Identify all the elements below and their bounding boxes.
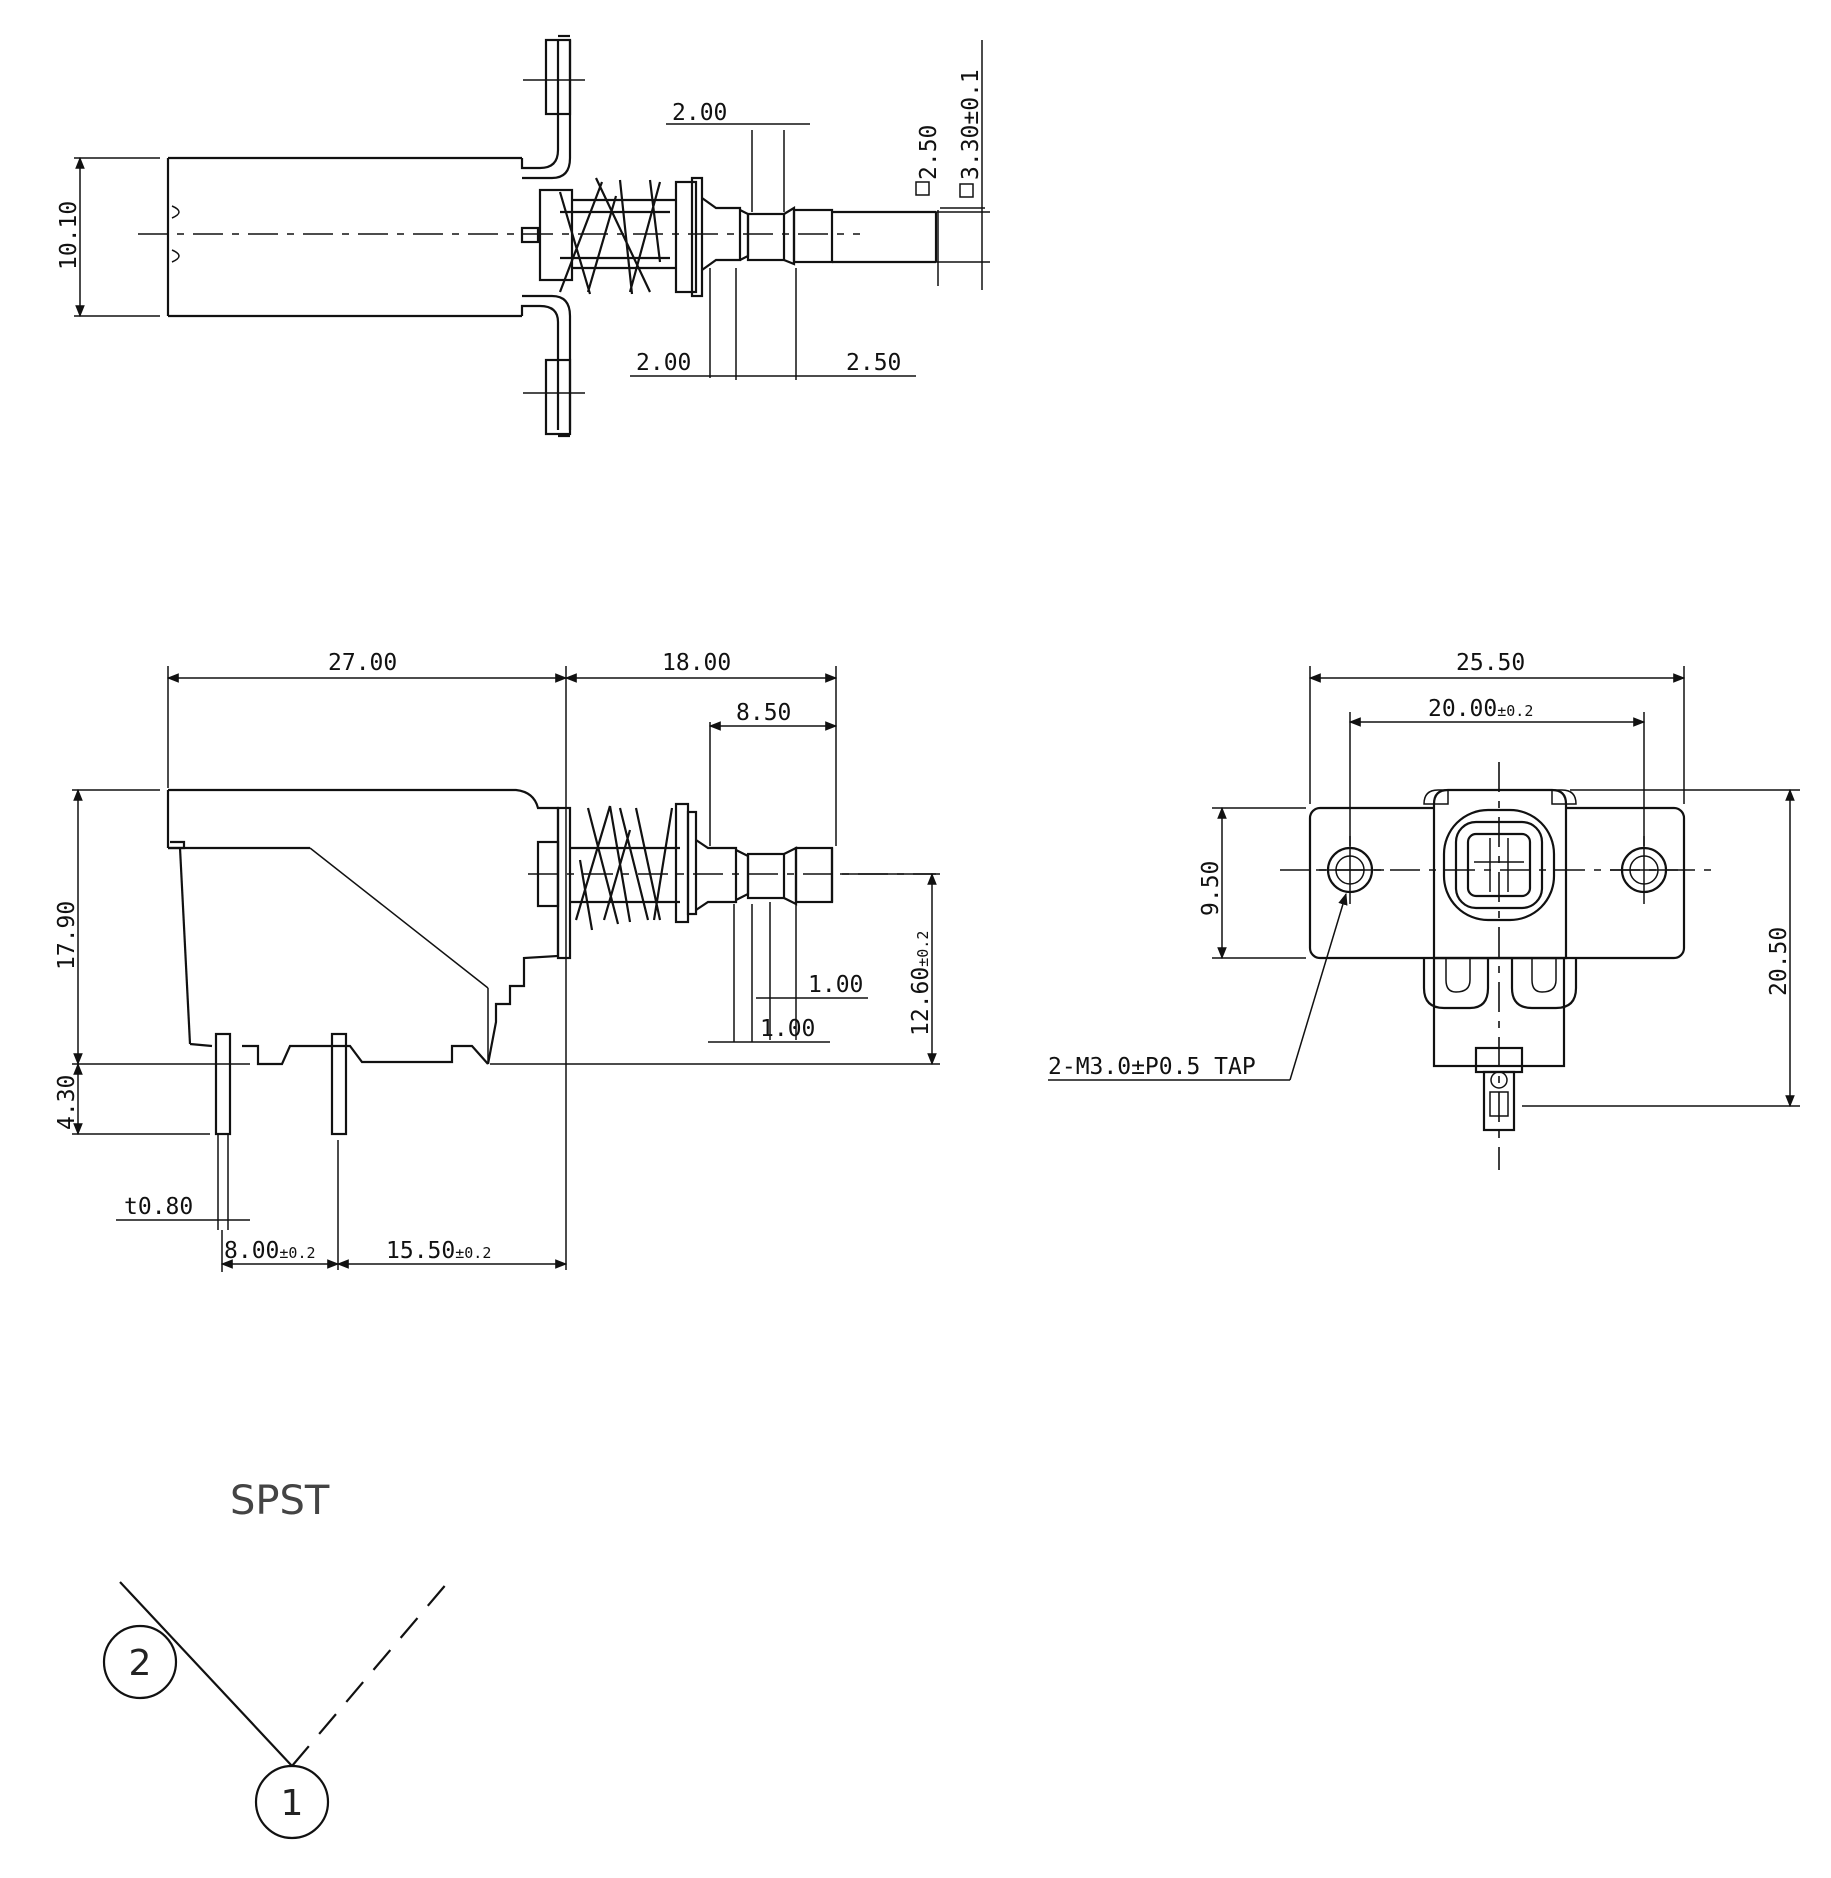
node-2-label: 2: [129, 1643, 152, 1684]
side-stem: [695, 839, 834, 911]
bottom-bracket: [520, 294, 585, 438]
top-bracket: [520, 34, 585, 180]
dim-side-body-len: 27.00: [328, 650, 397, 676]
node-2-circle: [102, 1624, 178, 1700]
dim-side-pitch-b-tol: ±0.2: [455, 1244, 491, 1262]
dim-side-pitch-b: 15.50±0.2: [386, 1238, 491, 1264]
dim-side-step-b: 1.00: [760, 1016, 815, 1042]
dim-side-pin-thk: t0.80: [124, 1194, 193, 1220]
side-view-plate: [556, 806, 572, 960]
dim-front-tap-note: 2-M3.0±P0.5 TAP: [1048, 1054, 1256, 1080]
dim-front-hole-pitch: 20.00±0.2: [1428, 696, 1533, 722]
side-view-pins: [214, 1032, 348, 1136]
front-view-housing: [1423, 788, 1577, 960]
dim-top-bottom-b: 2.50: [846, 350, 901, 376]
dim-side-stem-axis: 12.60±0.2: [908, 931, 934, 1036]
spst-schematic: SPST 2 1: [102, 1478, 449, 1840]
dim-front-hole-pitch-tol: ±0.2: [1497, 702, 1533, 720]
side-view: 27.00 18.00 8.50 17.90 4.30 12.60±0.2 1.…: [54, 650, 940, 1272]
top-view-body: [138, 156, 860, 318]
top-spring: [538, 176, 704, 298]
dim-front-hole-pitch-value: 20.00: [1428, 696, 1497, 722]
dim-side-pitch-a-tol: ±0.2: [279, 1244, 315, 1262]
dim-front-width: 25.50: [1456, 650, 1525, 676]
dim-top-bottom-a: 2.00: [636, 350, 691, 376]
dim-top-height: 10.10: [56, 201, 82, 270]
switch-open-line: [291, 1581, 449, 1767]
dim-top-stem-gap: 2.00: [672, 100, 727, 126]
dim-top-stem-sq: 2.50: [916, 125, 942, 180]
dim-side-step-a: 1.00: [808, 972, 863, 998]
top-view: 10.10 2.00 2.50 3.30±0.1 2.00 2.50: [56, 34, 990, 438]
front-view: 25.50 20.00±0.2 9.50 20.50 2-M3.0±P0.5 T…: [1048, 650, 1800, 1170]
node-1-label: 1: [281, 1783, 304, 1824]
dim-side-pitch-b-value: 15.50: [386, 1238, 455, 1264]
front-view-bottom: [1422, 956, 1578, 1132]
dim-side-pin-len: 4.30: [54, 1075, 80, 1130]
dim-side-pitch-a-value: 8.00: [224, 1238, 279, 1264]
top-view-dimensions: 10.10 2.00 2.50 3.30±0.1 2.00 2.50: [56, 40, 990, 380]
node-1-circle: [254, 1764, 330, 1840]
side-view-body: [166, 788, 560, 1066]
dim-side-height: 17.90: [54, 901, 80, 970]
front-view-dimensions: 25.50 20.00±0.2 9.50 20.50 2-M3.0±P0.5 T…: [1048, 650, 1800, 1108]
switch-contact-line: [119, 1581, 293, 1767]
dim-front-flange-h: 9.50: [1198, 861, 1224, 916]
dim-front-total-h: 20.50: [1766, 927, 1792, 996]
dim-top-stem-sq-tol: 3.30±0.1: [958, 69, 984, 180]
dim-side-stem-len: 18.00: [662, 650, 731, 676]
schematic-title: SPST: [230, 1478, 330, 1524]
top-stem: [701, 197, 938, 271]
dim-side-stem-axis-tol: ±0.2: [914, 931, 932, 967]
dim-side-pitch-a: 8.00±0.2: [224, 1238, 316, 1264]
side-view-dimensions: 27.00 18.00 8.50 17.90 4.30 12.60±0.2 1.…: [54, 650, 940, 1272]
side-spring: [536, 802, 698, 931]
dim-side-stem-axis-value: 12.60: [908, 967, 934, 1036]
dim-side-stem-tip: 8.50: [736, 700, 791, 726]
